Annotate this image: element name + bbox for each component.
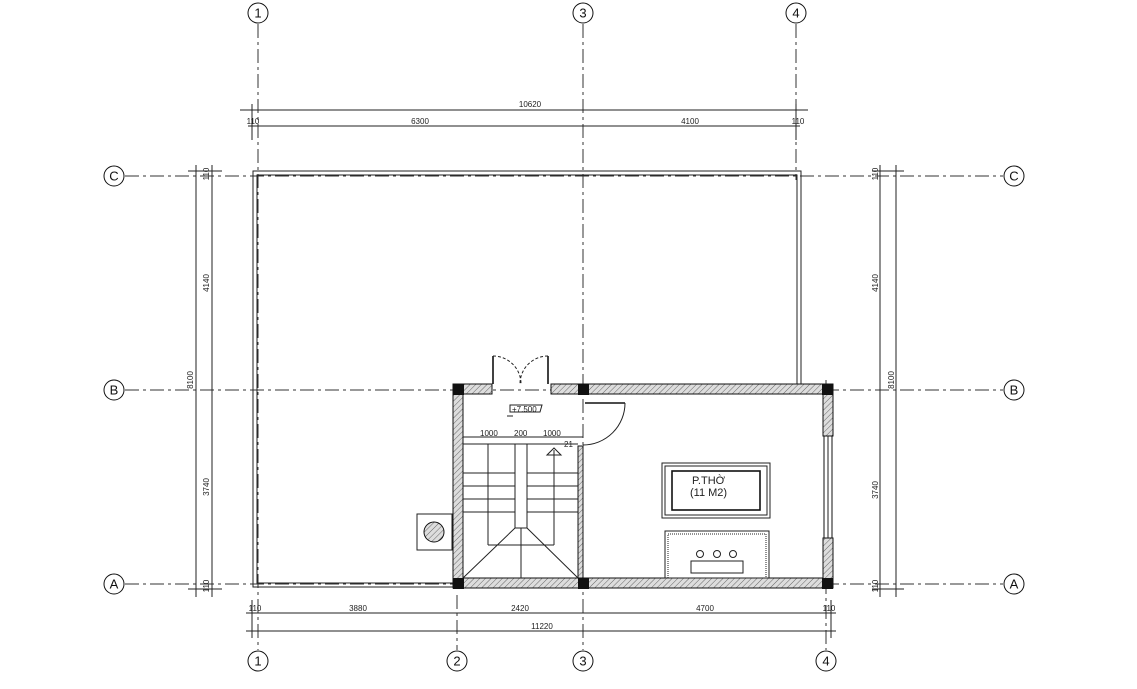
- dim-top-seg: 110: [247, 117, 260, 126]
- double-door: [492, 355, 549, 385]
- ac-unit: [416, 513, 453, 551]
- dim-bottom-seg: 4700: [696, 604, 714, 613]
- dim-left-seg: 3740: [202, 478, 211, 496]
- axis-bubble-c-left: C: [103, 165, 125, 187]
- dim-left-seg: 110: [202, 167, 211, 180]
- altar-table: [664, 530, 770, 579]
- axis-bubble-b-right: B: [1003, 379, 1025, 401]
- dim-left-seg: 4140: [202, 274, 211, 292]
- axis-bubble-a-left: A: [103, 573, 125, 595]
- dim-bottom-seg: 110: [823, 604, 836, 613]
- dim-bottom-seg: 2420: [511, 604, 529, 613]
- room-area: (11 M2): [690, 487, 727, 499]
- stair-width-3: 1000: [543, 429, 561, 438]
- dim-left-seg: 110: [202, 579, 211, 592]
- axis-bubble-3-bottom: 3: [572, 650, 594, 672]
- svg-text:2: 2: [453, 654, 460, 669]
- dim-right-seg: 110: [871, 579, 880, 592]
- svg-text:B: B: [110, 383, 119, 398]
- left-dimension-lines: [188, 165, 222, 597]
- axis-bubble-4-top: 4: [785, 2, 807, 24]
- walls: [452, 383, 834, 589]
- window-right: [823, 435, 833, 539]
- axis-bubble-c-right: C: [1003, 165, 1025, 187]
- dim-bottom-seg: 110: [249, 604, 262, 613]
- dim-top-seg: 6300: [411, 117, 429, 126]
- right-dimension-lines: [872, 165, 904, 597]
- dim-right-total: 8100: [887, 371, 896, 389]
- room-label-frame: P.THỜ (11 M2): [661, 462, 771, 519]
- dim-top-seg: 4100: [681, 117, 699, 126]
- svg-text:3: 3: [579, 6, 586, 21]
- dim-left-total: 8100: [186, 371, 195, 389]
- stair-width-1: 1000: [480, 429, 498, 438]
- staircase: [462, 436, 583, 579]
- dim-top-seg: 110: [792, 117, 805, 126]
- svg-text:1: 1: [254, 654, 261, 669]
- svg-text:B: B: [1010, 383, 1019, 398]
- axis-bubble-2-bottom: 2: [446, 650, 468, 672]
- axis-bubble-a-right: A: [1003, 573, 1025, 595]
- svg-text:3: 3: [579, 654, 586, 669]
- axis-bubble-3-top: 3: [572, 2, 594, 24]
- dim-right-seg: 3740: [871, 481, 880, 499]
- svg-text:4: 4: [792, 6, 799, 21]
- axis-bubble-1-bottom: 1: [247, 650, 269, 672]
- svg-text:+7.500: +7.500: [512, 405, 537, 414]
- svg-text:C: C: [1009, 169, 1018, 184]
- room-door: [582, 402, 626, 446]
- svg-text:C: C: [109, 169, 118, 184]
- svg-text:1: 1: [254, 6, 261, 21]
- axis-bubble-4-bottom: 4: [815, 650, 837, 672]
- svg-text:4: 4: [822, 654, 829, 669]
- bottom-dimension-lines: [246, 600, 836, 638]
- svg-text:A: A: [110, 577, 119, 592]
- room-name: P.THỜ: [692, 474, 726, 487]
- top-dimension-lines: [240, 104, 808, 140]
- roof-outline: [252, 170, 802, 588]
- dim-bottom-seg: 3880: [349, 604, 367, 613]
- axis-bubble-1-top: 1: [247, 2, 269, 24]
- level-mark: +7.500: [507, 404, 543, 417]
- dim-right-seg: 110: [871, 167, 880, 180]
- axis-bubble-b-left: B: [103, 379, 125, 401]
- stair-step-count: 21: [564, 440, 573, 449]
- stair-width-2: 200: [514, 429, 528, 438]
- svg-text:A: A: [1010, 577, 1019, 592]
- dim-bottom-total: 11220: [531, 622, 553, 631]
- dim-top-total: 10620: [519, 100, 542, 109]
- dim-right-seg: 4140: [871, 274, 880, 292]
